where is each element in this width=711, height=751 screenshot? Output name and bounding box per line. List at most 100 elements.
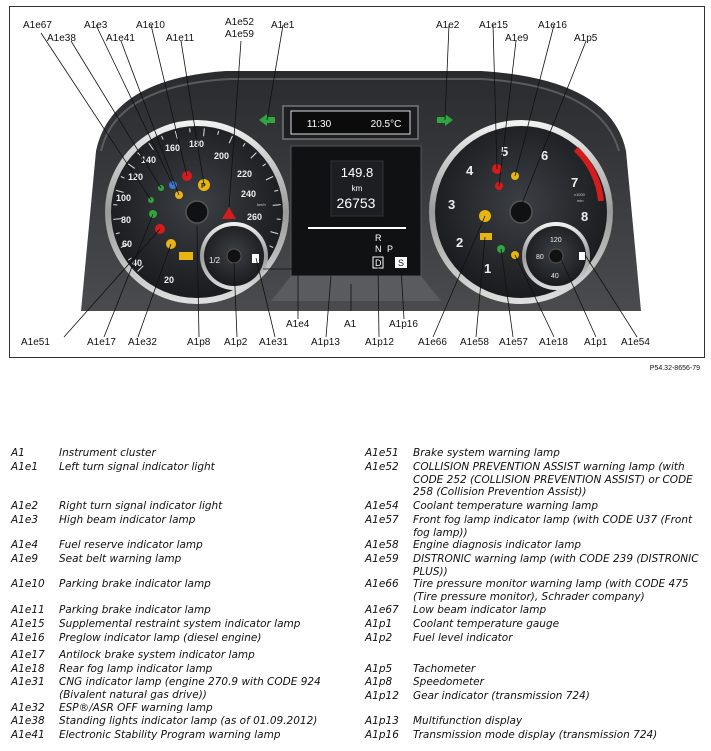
legend-desc: COLLISION PREVENTION ASSIST warning lamp… [413, 461, 693, 498]
callout-label: A1e11 [166, 33, 195, 44]
callout-label: A1e51 [21, 337, 50, 348]
legend-desc: Speedometer [413, 676, 484, 688]
legend-code: A1e2 [11, 500, 39, 512]
legend-code: A1e4 [11, 539, 39, 551]
speed-tick-label: 160 [165, 143, 180, 153]
speed-tick-label: 200 [214, 151, 229, 161]
legend-desc: DISTRONIC warning lamp (with CODE 239 (D… [413, 553, 699, 578]
legend-desc: Instrument cluster [59, 447, 156, 459]
callout-label: A1p2 [224, 337, 248, 348]
tach-tick-label: 4 [466, 163, 474, 178]
legend-desc: CNG indicator lamp (engine 270.9 with CO… [59, 676, 321, 701]
fuel-gauge [200, 222, 268, 290]
coolant-tick-label: 80 [536, 254, 544, 261]
legend-code: A1e3 [11, 514, 39, 526]
speed-tick-mark [250, 152, 257, 159]
legend-desc: Supplemental restraint system indicator … [59, 618, 301, 630]
speed-tick-mark [174, 130, 178, 139]
engine-diagnosis-lamp-icon [480, 233, 492, 240]
callout-label: A1e57 [499, 337, 528, 348]
legend-desc: Rear fog lamp indicator lamp [59, 663, 213, 675]
speed-tick-label: 240 [241, 189, 256, 199]
legend-code: A1e10 [11, 578, 45, 590]
speed-tick-mark [265, 176, 274, 181]
outside-temp-text: 20.5°C [371, 119, 402, 130]
legend-code: A1e11 [11, 604, 45, 616]
callout-label: A1e10 [136, 20, 165, 31]
gear-n: N [375, 244, 382, 254]
legend-desc: Parking brake indicator lamp [59, 604, 211, 616]
legend-desc: High beam indicator lamp [59, 514, 196, 526]
trip-km-value: 149.8 [341, 165, 374, 180]
gear-d: D [375, 258, 382, 268]
callout-label: A1e54 [621, 337, 650, 348]
legend-desc: Preglow indicator lamp (diesel engine) [59, 632, 262, 644]
leader-lines [40, 24, 638, 338]
tach-tick-label: 7 [571, 175, 578, 190]
legend-code: A1p13 [365, 715, 399, 727]
callout-label: A1 [344, 319, 357, 330]
callout-label: A1e3 [84, 20, 108, 31]
gear-r: R [375, 233, 382, 243]
tach-tick-label: 6 [541, 148, 548, 163]
tach-unit-top: x1000 [574, 192, 586, 197]
collision-prevention-lamp-icon [222, 207, 236, 219]
speed-tick-label: 40 [132, 258, 142, 268]
speed-tick-label: 140 [141, 155, 156, 165]
legend-desc: Tachometer [413, 663, 476, 675]
callout-label: A1e18 [539, 337, 568, 348]
speed-unit-label: km/h [257, 202, 266, 207]
legend-code: A1p5 [365, 663, 393, 675]
legend-code: A1e16 [11, 632, 45, 644]
speed-tick-mark [274, 189, 279, 192]
tach-tick-label: 8 [581, 209, 588, 224]
legend-desc: Brake system warning lamp [413, 447, 560, 459]
speed-tick-label: 220 [237, 169, 252, 179]
speed-tick-mark [228, 135, 233, 144]
callout-label: A1p16 [389, 319, 418, 330]
callout-label: A1e16 [538, 20, 567, 31]
legend-code: A1e59 [365, 553, 399, 565]
speed-tick-mark [269, 245, 274, 248]
legend-desc: Front fog lamp indicator lamp (with CODE… [413, 514, 693, 539]
legend-code: A1p1 [365, 618, 393, 630]
legend-code: A1p8 [365, 676, 393, 688]
callout-label: A1e2 [436, 20, 460, 31]
callout-label: A1e52 [225, 17, 254, 28]
callout-label: A1p13 [311, 337, 340, 348]
speed-tick-mark [120, 243, 129, 248]
callout-label: A1p1 [584, 337, 608, 348]
fuel-half-label: 1/2 [209, 256, 221, 265]
speed-tick-mark [120, 176, 125, 179]
fuel-pump-icon [252, 254, 259, 263]
tach-tick-label: 5 [501, 144, 508, 159]
km-unit: km [352, 184, 363, 193]
callout-label: A1p8 [187, 337, 211, 348]
legend-desc: Transmission mode display (transmission … [413, 729, 658, 741]
speed-tick-mark [148, 142, 154, 151]
legend-desc: Fuel level indicator [413, 632, 513, 644]
legend-code: A1e17 [11, 649, 45, 661]
speed-tick-mark [242, 142, 246, 147]
figure-id: P54.32-8656-79 [649, 365, 700, 372]
legend-code: A1e57 [365, 514, 399, 526]
legend-code: A1e38 [11, 715, 45, 727]
speed-tick-mark [270, 231, 279, 235]
tach-tick-label: 2 [456, 235, 463, 250]
speed-tick-mark [115, 232, 120, 235]
callout-label: A1e67 [23, 20, 52, 31]
speed-tick-label: 80 [121, 215, 131, 225]
legend-code: A1e1 [11, 461, 39, 473]
callout-label: A1e41 [106, 33, 135, 44]
legend-desc: Standing lights indicator lamp (as of 01… [59, 715, 318, 727]
legend-desc: Electronic Stability Program warning lam… [59, 729, 281, 741]
instrument-cluster-figure: 11:30 20.5°C 20 40 60 80 100 120 140 160… [9, 6, 705, 358]
legend-desc: Antilock brake system indicator lamp [59, 649, 255, 661]
callout-label: A1e4 [286, 319, 310, 330]
clock-text: 11:30 [307, 119, 332, 130]
callout-label: A1e31 [259, 337, 288, 348]
speed-tick-mark [113, 218, 122, 220]
legend-desc: Left turn signal indicator light [59, 461, 215, 473]
legend-code: A1e9 [11, 553, 39, 565]
speed-tick-mark [217, 130, 220, 135]
